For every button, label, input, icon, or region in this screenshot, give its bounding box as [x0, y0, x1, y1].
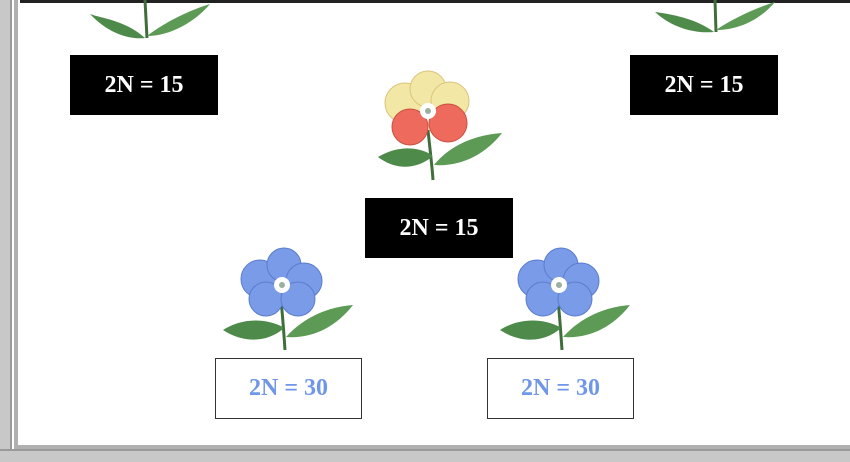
- label-middle: 2N = 15: [365, 198, 513, 258]
- label-top-left: 2N = 15: [70, 55, 218, 115]
- flower-blue-left-icon: [218, 255, 358, 355]
- flower-cream-red-icon: [370, 75, 505, 185]
- label-bottom-left: 2N = 30: [215, 358, 362, 419]
- flower-partial-top-right-icon: [650, 0, 780, 40]
- flower-blue-right-icon: [495, 255, 635, 355]
- label-top-right: 2N = 15: [630, 55, 778, 115]
- label-bottom-right: 2N = 30: [487, 358, 634, 419]
- frame-left-bevel: [14, 0, 18, 462]
- frame-bottom-border: [0, 449, 850, 462]
- frame-bottom-bevel: [14, 445, 850, 449]
- frame-left-border: [0, 0, 12, 462]
- flower-partial-top-left-icon: [85, 0, 215, 45]
